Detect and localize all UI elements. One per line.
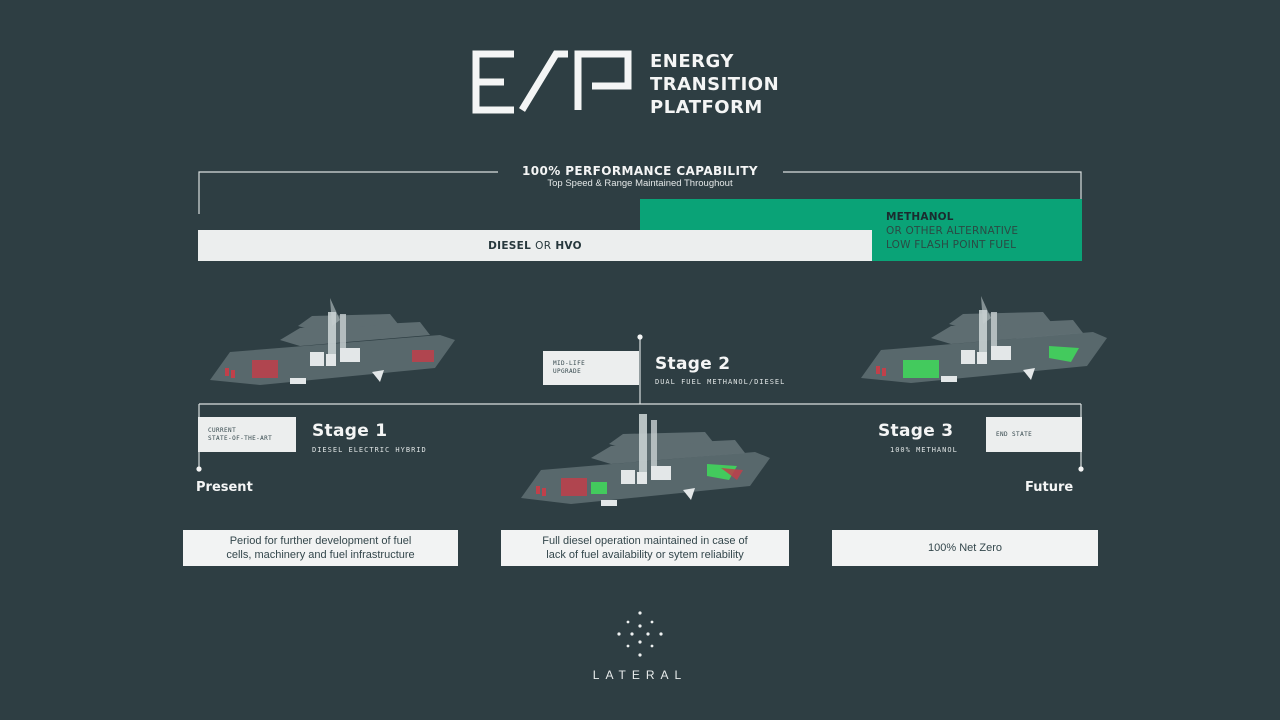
stage2-tag: MID-LIFE UPGRADE bbox=[543, 351, 639, 385]
present-label: Present bbox=[196, 480, 253, 495]
stage3-description: 100% Net Zero bbox=[832, 530, 1098, 566]
stage1-tag-line2: STATE-OF-THE-ART bbox=[208, 434, 273, 442]
stage2-ship-icon bbox=[521, 414, 770, 506]
title-line-2: TRANSITION bbox=[650, 74, 780, 95]
methanol-label-group: METHANOL OR OTHER ALTERNATIVE LOW FLASH … bbox=[886, 210, 1082, 252]
stage1-description-line1: Period for further development of fuel bbox=[229, 535, 412, 547]
stage1-title: Stage 1 bbox=[312, 421, 388, 441]
stage2-description-line1: Full diesel operation maintained in case… bbox=[542, 535, 748, 547]
future-label: Future bbox=[1025, 480, 1074, 495]
stage3-tag: END STATE bbox=[986, 417, 1082, 452]
title-line-3: PLATFORM bbox=[650, 97, 763, 118]
stage1-tag-line1: CURRENT bbox=[208, 426, 237, 434]
performance-bracket bbox=[198, 171, 1082, 214]
stage3-tag-line1: END STATE bbox=[996, 430, 1033, 438]
stage2-tag-line1: MID-LIFE bbox=[553, 360, 586, 367]
stage2-description-line2: lack of fuel availability or sytem relia… bbox=[546, 549, 744, 561]
stage2-description: Full diesel operation maintained in case… bbox=[501, 530, 789, 566]
diesel-bar: DIESEL OR HVO bbox=[198, 230, 872, 261]
methanol-alt-label: OR OTHER ALTERNATIVE bbox=[886, 225, 1019, 237]
stage3-description-line1: 100% Net Zero bbox=[928, 542, 1002, 554]
stage2-tag-line2: UPGRADE bbox=[553, 368, 582, 375]
stage1-description-line2: cells, machinery and fuel infrastructure bbox=[226, 549, 415, 561]
stage3-subtitle: 100% METHANOL bbox=[890, 446, 958, 454]
stage1-tag: CURRENT STATE-OF-THE-ART bbox=[198, 417, 296, 452]
stage2-subtitle: DUAL FUEL METHANOL/DIESEL bbox=[655, 378, 786, 386]
ep-logo-icon bbox=[472, 50, 632, 114]
stage1-description: Period for further development of fuel c… bbox=[183, 530, 458, 566]
stage1-ship-icon bbox=[210, 298, 455, 385]
future-dot bbox=[1078, 466, 1084, 472]
present-dot bbox=[196, 466, 202, 472]
methanol-label: METHANOL bbox=[886, 211, 954, 223]
stage3-title: Stage 3 bbox=[878, 421, 954, 441]
diesel-label: DIESEL bbox=[488, 239, 532, 252]
diesel-or-label: OR bbox=[535, 239, 552, 252]
lateral-brand: LATERAL bbox=[592, 668, 688, 682]
stage2-dot bbox=[637, 334, 643, 340]
stage1-subtitle: DIESEL ELECTRIC HYBRID bbox=[312, 446, 427, 454]
performance-subtitle: Top Speed & Range Maintained Throughout bbox=[547, 178, 733, 189]
title-line-1: ENERGY bbox=[650, 51, 734, 72]
platform-title: ENERGY TRANSITION PLATFORM bbox=[650, 50, 870, 119]
stage3-ship-icon bbox=[861, 296, 1107, 383]
hvo-label: HVO bbox=[555, 239, 582, 252]
methanol-lfp-label: LOW FLASH POINT FUEL bbox=[886, 239, 1017, 251]
lateral-logo-icon bbox=[617, 611, 663, 657]
performance-title: 100% PERFORMANCE CAPABILITY bbox=[521, 164, 759, 178]
stage2-title: Stage 2 bbox=[655, 354, 731, 374]
